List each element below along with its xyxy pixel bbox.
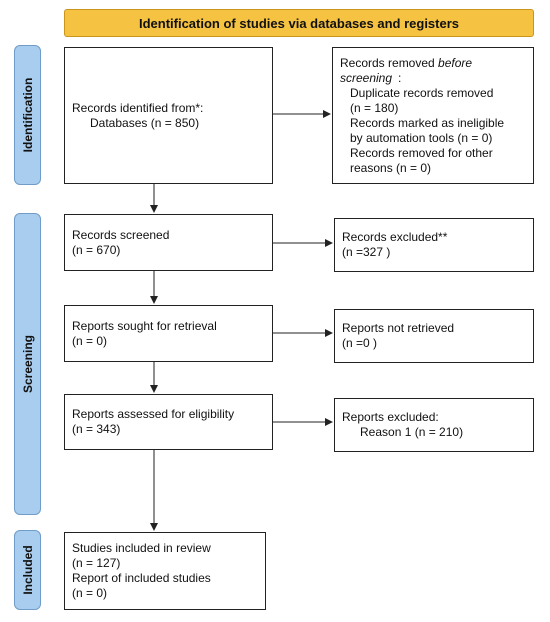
records-excluded-count: (n =327 ) — [342, 245, 391, 259]
reports-included-count: (n = 0) — [72, 586, 108, 600]
phase-included: Included — [14, 530, 41, 610]
records-screened-count: (n = 670) — [72, 242, 121, 257]
ineligible-count: by automation tools (n = 0) — [350, 130, 493, 145]
reports-assessed-box: Reports assessed for eligibility (n = 34… — [64, 394, 273, 450]
reports-excluded-reason: Reason 1 (n = 210) — [360, 425, 464, 439]
phase-identification: Identification — [14, 45, 41, 185]
reports-included-label: Report of included studies — [72, 571, 211, 585]
records-excluded-box: Records excluded** (n =327 ) — [334, 218, 534, 272]
ineligible-label: Records marked as ineligible — [350, 115, 505, 130]
records-screened-box: Records screened (n = 670) — [64, 214, 273, 271]
reports-assessed-count: (n = 343) — [72, 422, 121, 436]
other-removed-label: Records removed for other — [350, 145, 493, 160]
reports-sought-box: Reports sought for retrieval (n = 0) — [64, 305, 273, 362]
studies-included-count: (n = 127) — [72, 556, 121, 570]
reports-not-retrieved-count: (n =0 ) — [342, 336, 378, 350]
records-identified-box: Records identified from*: Databases (n =… — [64, 47, 273, 184]
records-removed-box: Records removed before screening : Dupli… — [332, 47, 534, 184]
reports-assessed-label: Reports assessed for eligibility — [72, 407, 235, 421]
reports-sought-label: Reports sought for retrieval — [72, 318, 217, 333]
records-screened-label: Records screened — [72, 227, 170, 242]
phase-screening: Screening — [14, 213, 41, 515]
other-removed-count: reasons (n = 0) — [350, 160, 432, 175]
records-excluded-label: Records excluded** — [342, 230, 448, 244]
reports-excluded-label: Reports excluded: — [342, 410, 439, 424]
duplicate-removed-count: (n = 180) — [350, 100, 399, 115]
diagram-title: Identification of studies via databases … — [64, 9, 534, 37]
records-identified-label: Records identified from*: — [72, 100, 204, 115]
studies-included-label: Studies included in review — [72, 541, 211, 555]
reports-not-retrieved-box: Reports not retrieved (n =0 ) — [334, 309, 534, 363]
duplicate-removed-label: Duplicate records removed — [350, 85, 494, 100]
records-removed-title: Records removed before screening — [340, 55, 473, 85]
studies-included-box: Studies included in review (n = 127) Rep… — [64, 532, 266, 610]
reports-not-retrieved-label: Reports not retrieved — [342, 321, 455, 335]
diagram-title-text: Identification of studies via databases … — [138, 15, 460, 31]
reports-sought-count: (n = 0) — [72, 333, 108, 348]
records-removed-title-colon: : — [398, 70, 402, 85]
reports-excluded-box: Reports excluded: Reason 1 (n = 210) — [334, 398, 534, 452]
records-identified-count: Databases (n = 850) — [90, 115, 200, 130]
